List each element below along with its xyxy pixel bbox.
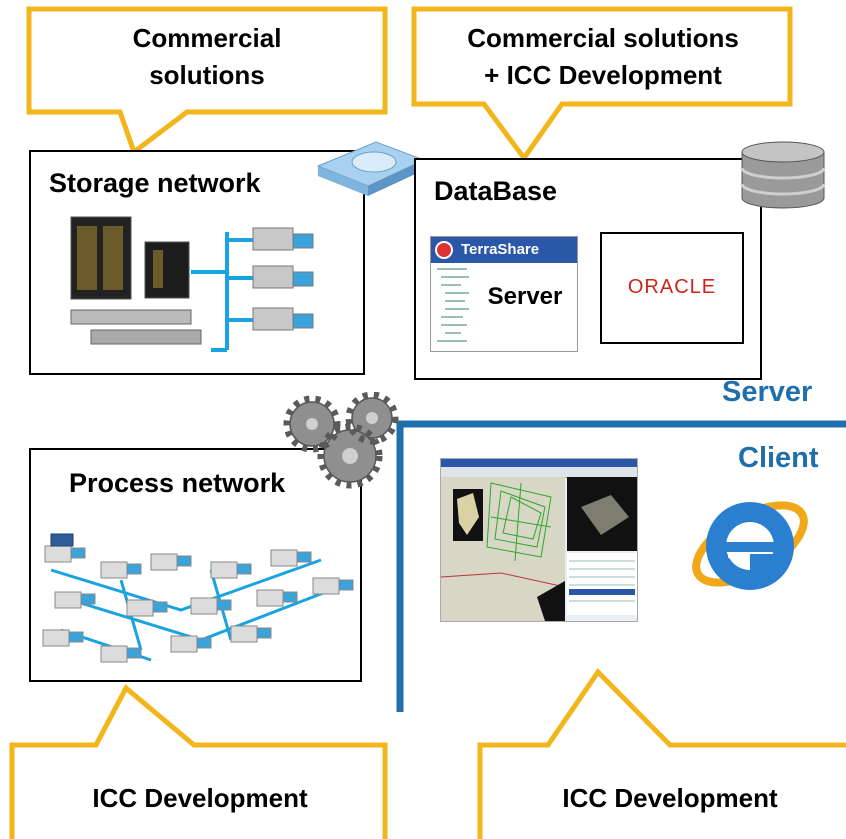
hard-disk-icon [316, 141, 426, 196]
server-client-divider [396, 420, 846, 712]
client-app-map-view [441, 477, 637, 621]
callout-top-right-shape [411, 6, 793, 163]
callout-bottom-right-shape [477, 668, 846, 839]
oracle-logo: ORACLE [627, 276, 717, 298]
terrashare-brand: TerraShare [461, 241, 540, 258]
database-box: DataBase TerraShare Server ORACLE [414, 158, 762, 380]
process-network-box: Process network [29, 448, 362, 682]
terrashare-tree-icon [437, 268, 469, 342]
process-printer-icon [50, 533, 74, 547]
storage-blade-icon [70, 309, 192, 325]
client-label: Client [738, 442, 819, 474]
internet-explorer-icon [692, 501, 808, 590]
callout-top-left-text: Commercial solutions [132, 23, 282, 90]
callout-bottom-left-text: ICC Development [92, 783, 308, 813]
gears-icon [283, 392, 399, 489]
storage-server-icon [144, 241, 190, 299]
process-network-illustration [42, 533, 354, 663]
database-cylinder-icon [740, 141, 826, 209]
database-title: DataBase [434, 176, 558, 206]
callout-top-right-text: Commercial solutions + ICC Development [467, 23, 739, 90]
storage-network-box: Storage network [29, 150, 365, 375]
terrashare-window: TerraShare Server [430, 236, 578, 352]
terrashare-server-label: Server [487, 283, 563, 310]
oracle-logo-box: ORACLE [600, 232, 744, 344]
terrashare-titlebar: TerraShare [431, 237, 577, 263]
server-label: Server [722, 376, 813, 408]
callout-bottom-left-shape [9, 684, 388, 839]
process-network-title: Process network [69, 468, 286, 498]
client-app-titlebar [441, 459, 637, 467]
terrashare-logo-icon [435, 241, 453, 259]
storage-network-title: Storage network [49, 168, 261, 198]
callout-bottom-right-text: ICC Development [562, 783, 778, 813]
callout-top-left-shape [26, 6, 388, 157]
storage-network-illustration [70, 216, 314, 352]
client-application-window [440, 458, 638, 622]
process-workstation-icon [42, 545, 354, 663]
storage-client-icon [252, 227, 314, 331]
